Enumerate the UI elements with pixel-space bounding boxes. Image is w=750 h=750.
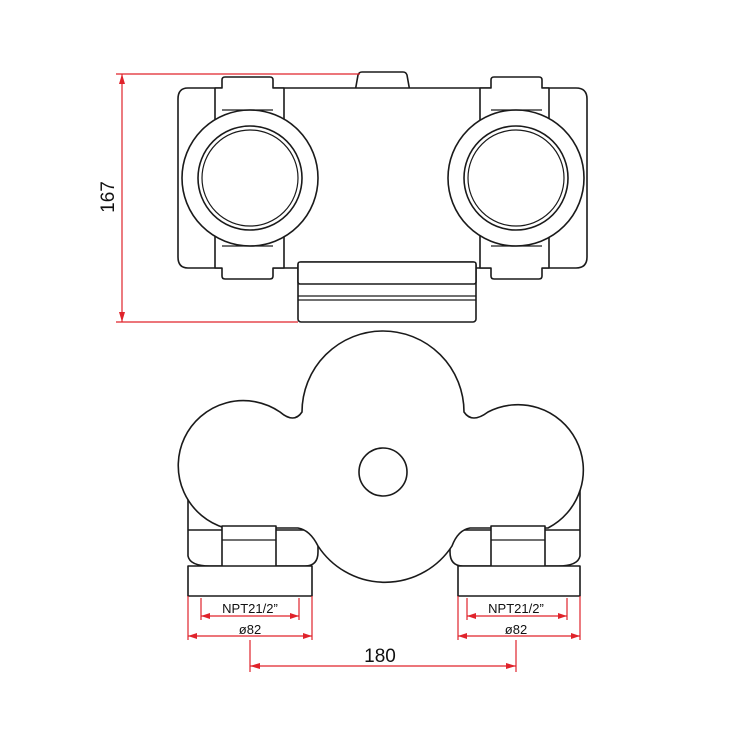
front-view (177, 330, 585, 597)
height-label: 167 (98, 181, 119, 213)
left-port-bore (197, 125, 303, 231)
right-port-dimensions: NPT21/2” ø82 (457, 596, 581, 640)
right-diameter-label: ø82 (505, 622, 527, 637)
spacing-dimension: 180 (249, 640, 517, 672)
right-port-bore (463, 125, 569, 231)
right-port-flange (457, 565, 581, 597)
right-clamp-stub (490, 525, 546, 571)
spacing-label: 180 (364, 646, 396, 667)
right-thread-label: NPT21/2” (488, 601, 544, 616)
left-clamp-stub (221, 525, 277, 571)
height-dimension: 167 (98, 73, 360, 323)
left-diameter-label: ø82 (239, 622, 261, 637)
left-thread-label: NPT21/2” (222, 601, 278, 616)
center-port (358, 447, 408, 497)
left-port-dimensions: NPT21/2” ø82 (187, 596, 313, 640)
top-view (177, 71, 588, 323)
outlet-neck (297, 261, 477, 285)
left-port-flange (187, 565, 313, 597)
